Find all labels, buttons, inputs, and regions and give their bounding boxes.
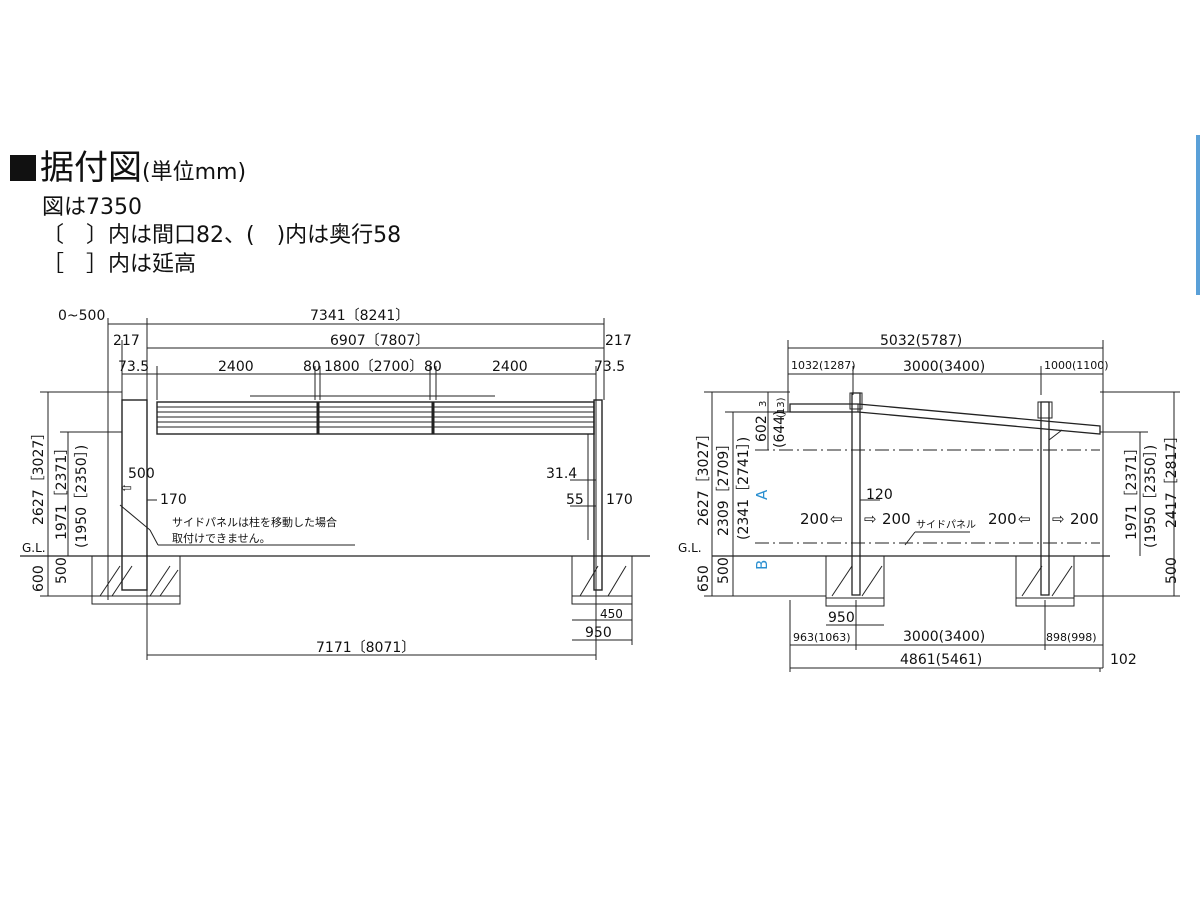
front-dim-31-4: 31.4 [546,466,577,482]
side-height-right-2: (1950［2350］) [1143,445,1159,548]
side-label-a: A [753,489,771,500]
front-dim-55: 55 [566,492,584,508]
side-arrow-left-a-icon: ⇦ [830,510,843,528]
front-height-post-2: (1950［2350］) [74,445,90,548]
front-dim-170-right: 170 [606,492,633,508]
note-bracket-height: ［ ］内は延高 [42,252,197,277]
front-note-line2: 取付けできません。 [172,532,271,545]
front-side-right: 217 [605,333,632,349]
side-height-500-left: 500 [716,557,732,584]
front-gl-label: G.L. [22,541,46,555]
front-side-left: 217 [113,333,140,349]
side-right-overhang: 1000(1100) [1044,359,1109,372]
side-dim-950: 950 [828,610,855,626]
front-bay-1: 2400 [218,359,254,375]
side-height-total: 2627［3027］ [696,427,712,526]
front-bottom-width: 7171〔8071〕 [316,640,415,656]
side-label-b: B [753,560,771,570]
side-mid-span: 3000(3400) [903,359,985,375]
front-dim-950: 950 [585,625,612,641]
side-dim-13: (13) [776,397,787,418]
front-gap-1: 80 [303,359,321,375]
front-end-right: 73.5 [594,359,625,375]
side-arrow-left-c-icon: ⇦ [1018,510,1031,528]
front-height-600: 600 [31,565,47,592]
side-height-500-right: 500 [1164,557,1180,584]
front-bay-3: 2400 [492,359,528,375]
page-title: 据付図(単位mm) [10,148,246,193]
side-bottom-mid: 3000(3400) [903,629,985,645]
side-panel-label: サイドパネル [916,519,976,531]
side-dim-602: 602 [754,415,770,442]
front-end-left: 73.5 [118,359,149,375]
side-gl-label: G.L. [678,541,702,555]
front-bay-mid: 1800〔2700〕 [324,359,423,375]
side-height-a1: 2309［2709］ [716,437,732,536]
side-bottom-left: 963(1063) [793,631,851,644]
front-overall-width: 7341〔8241〕 [310,308,409,324]
side-left-overhang: 1032(1287) [791,359,856,372]
side-dim-120: 120 [866,487,893,503]
front-dim-500: 500 [128,466,155,482]
note-figure: 図は7350 [42,195,142,220]
title-text: 据付図 [40,148,142,188]
side-dim-102: 102 [1110,652,1137,668]
side-height-right-3: 2417［2817］ [1164,429,1180,528]
side-arrow-right-d-icon: ⇨ [1052,510,1065,528]
front-height-post: 1971［2371］ [54,441,70,540]
title-unit: (単位mm) [142,160,247,185]
side-dim-3: 3 [758,401,769,407]
side-dim-200-a: 200 [800,510,829,528]
side-height-a2: (2341［2741］) [736,437,752,540]
front-dim-170: 170 [160,492,187,508]
side-bottom-right: 898(998) [1046,631,1097,644]
side-dim-200-b: 200 [882,510,911,528]
side-dim-644: (644) [772,410,788,448]
side-arrow-right-b-icon: ⇨ [864,510,877,528]
note-bracket-width: 〔 〕内は間口82、( )内は奥行58 [42,223,402,248]
front-top-range: 0~500 [58,308,105,324]
side-bottom-overall: 4861(5461) [900,652,982,668]
side-height-650: 650 [696,565,712,592]
side-dim-200-c: 200 [988,510,1017,528]
square-bullet-icon [10,155,36,181]
side-overall-depth: 5032(5787) [880,333,962,349]
front-height-total: 2627［3027］ [31,426,47,525]
front-inner-width: 6907〔7807〕 [330,333,429,349]
front-note-line1: サイドパネルは柱を移動した場合 [172,515,337,529]
front-gap-2: 80 [424,359,442,375]
front-height-500: 500 [54,557,70,584]
side-dim-200-d: 200 [1070,510,1099,528]
front-arrow-left-icon: ⇦ [121,481,132,496]
front-dim-450: 450 [600,607,623,621]
edge-accent-bar [1196,135,1200,295]
side-height-right-1: 1971［2371］ [1124,441,1140,540]
